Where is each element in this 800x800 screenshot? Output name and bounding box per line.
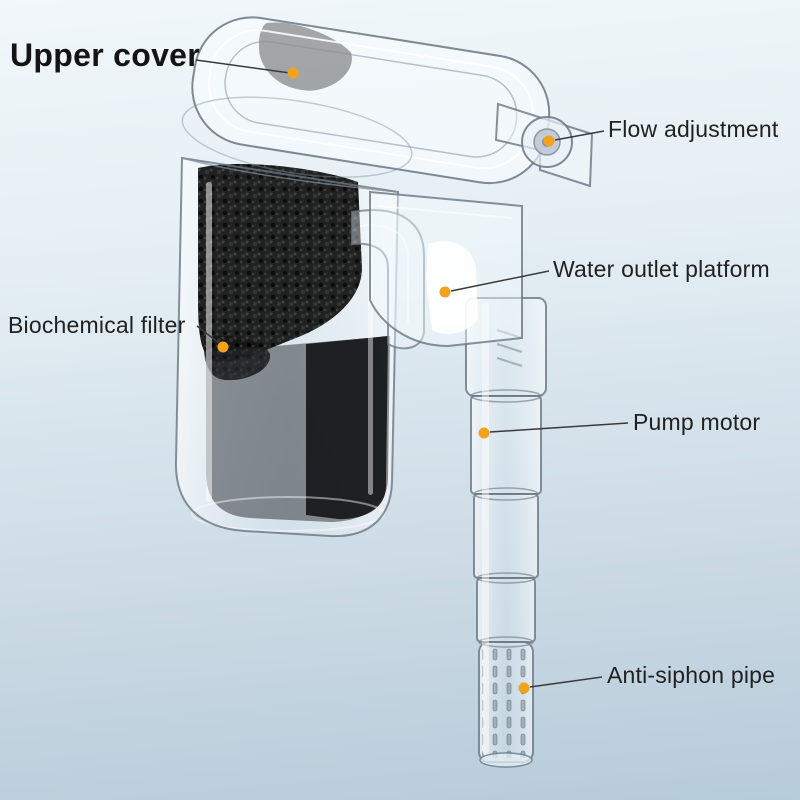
- annotation-dot-water-outlet-platform: [439, 286, 451, 298]
- label-biochemical-filter: Biochemical filter: [8, 312, 186, 338]
- label-upper-cover: Upper cover: [10, 37, 201, 73]
- anti-siphon-pipe-part: [465, 297, 547, 768]
- annotation-dot-pump-motor: [478, 427, 490, 439]
- leader-water-outlet-platform: [439, 270, 550, 298]
- pump-motor-housing: [191, 336, 390, 532]
- annotation-dot-flow-adjustment: [543, 135, 555, 147]
- water-outlet-platform-part: [369, 190, 523, 348]
- anti-siphon-slits: [482, 648, 530, 758]
- label-flow-adjustment: Flow adjustment: [608, 116, 779, 142]
- label-water-outlet-platform: Water outlet platform: [553, 256, 770, 282]
- leader-pump-motor: [478, 422, 629, 439]
- annotation-dot-biochemical-filter: [217, 341, 229, 353]
- leader-upper-cover: [195, 59, 299, 79]
- leader-biochemical-filter: [196, 325, 229, 353]
- annotation-dot-anti-siphon-pipe: [518, 682, 530, 694]
- leader-anti-siphon-pipe: [518, 676, 603, 694]
- upper-cover-part: [181, 16, 551, 185]
- label-pump-motor: Pump motor: [633, 409, 761, 435]
- leader-flow-adjustment: [543, 130, 605, 147]
- label-anti-siphon-pipe: Anti-siphon pipe: [607, 662, 776, 688]
- annotation-dot-upper-cover: [287, 67, 299, 79]
